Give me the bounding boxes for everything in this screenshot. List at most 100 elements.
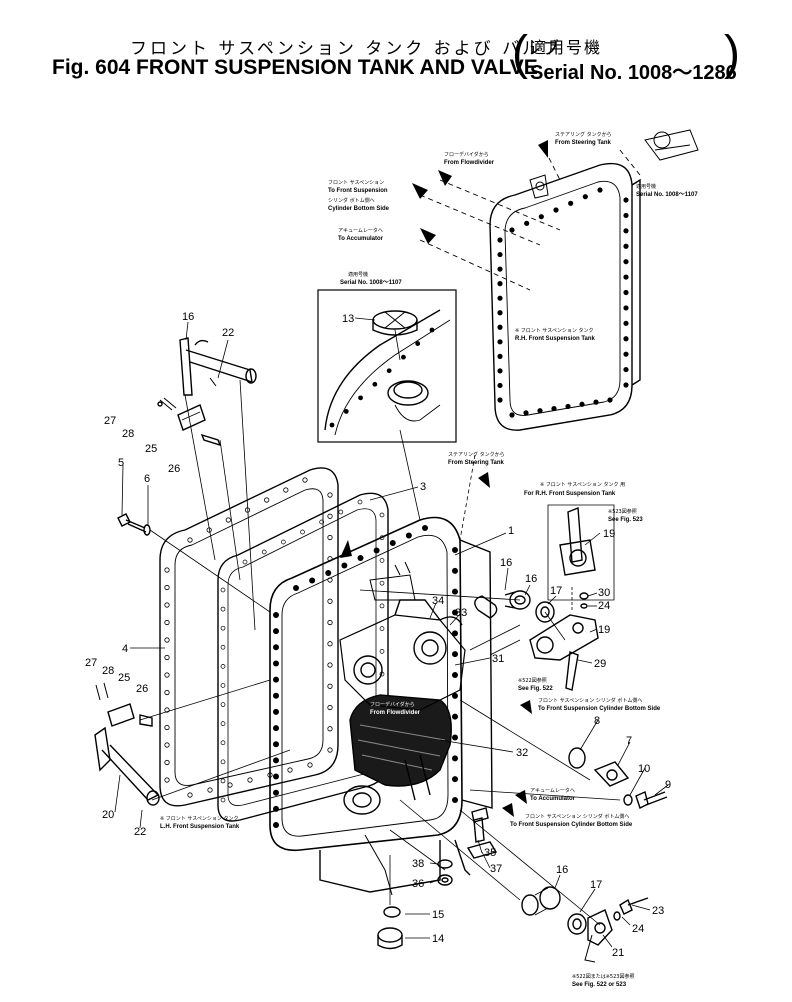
bolt-hole bbox=[523, 410, 529, 416]
note-jp-steering-top: ステアリング タンクから bbox=[555, 131, 612, 138]
bolt-hole bbox=[497, 295, 503, 301]
bolt-hole bbox=[261, 549, 267, 555]
bolt-hole bbox=[537, 408, 543, 414]
callout-16-mid-a: 16 bbox=[500, 557, 512, 569]
title-english: Fig. 604 FRONT SUSPENSION TANK AND VALVE bbox=[52, 56, 538, 79]
callout-17-mid: 17 bbox=[550, 585, 562, 597]
bolt-hole bbox=[164, 567, 170, 573]
callout-9: 9 bbox=[665, 779, 671, 791]
bolt-hole bbox=[452, 630, 458, 637]
callout-7: 7 bbox=[626, 735, 632, 747]
callout-24-bottom: 24 bbox=[632, 923, 644, 935]
left-paren: ( bbox=[512, 27, 528, 80]
bolt-hole bbox=[273, 708, 279, 715]
callout-27-bottom: 27 bbox=[85, 657, 97, 669]
gasket-plate-4 bbox=[159, 467, 339, 807]
note-jp-for-rh-tank: ※ フロント サスペンション タンク 用 bbox=[540, 481, 625, 488]
bolt-hole bbox=[264, 497, 270, 503]
bolt-hole bbox=[242, 559, 248, 565]
washer-10 bbox=[623, 794, 633, 806]
bolt-hole bbox=[273, 628, 279, 635]
note-jp-lh-tank: ※ フロント サスペンション タンク bbox=[160, 815, 239, 822]
bolt-hole bbox=[164, 689, 170, 696]
bolt-hole bbox=[568, 200, 574, 206]
bolt-hole bbox=[287, 767, 293, 773]
bolt-hole bbox=[597, 187, 603, 193]
callout-38: 38 bbox=[412, 858, 424, 870]
note-en-front-suspension: To Front Suspension bbox=[328, 188, 388, 194]
bolt-hole bbox=[220, 778, 226, 784]
bolt-hole bbox=[373, 547, 380, 554]
bolt-hole bbox=[327, 747, 333, 753]
bolt-hole bbox=[273, 805, 279, 812]
note-jp-fig-522-523: ※522図または※523図参照 bbox=[572, 973, 634, 980]
bolt-35-block-37 bbox=[466, 807, 498, 859]
bolt-hole bbox=[379, 603, 385, 609]
note-en-rh-tank: R.H. Front Suspension Tank bbox=[515, 336, 596, 342]
bolt-hole bbox=[623, 243, 629, 249]
bolt-hole bbox=[386, 368, 392, 374]
callout-20: 20 bbox=[102, 809, 114, 821]
bolt-hole bbox=[302, 477, 308, 483]
note-en-accumulator-bottom: To Accumulator bbox=[530, 796, 576, 802]
bolt-hole bbox=[415, 341, 421, 346]
bolt-hole bbox=[227, 782, 233, 788]
callout-17-bottom: 17 bbox=[590, 879, 602, 891]
note-jp-cylinder-bottom: シリンダ ボトム側へ bbox=[328, 197, 375, 204]
bolt-hole bbox=[220, 683, 226, 688]
bolt-5-washer-6 bbox=[117, 513, 151, 536]
note-en-steering-mid: From Steering Tank bbox=[448, 460, 505, 466]
tank-flange-bolts bbox=[273, 525, 458, 828]
bolt-hole bbox=[327, 641, 333, 647]
callout-21: 21 bbox=[612, 947, 624, 959]
o-ring-8 bbox=[568, 747, 586, 769]
bolt-hole bbox=[273, 660, 279, 667]
bolt-hole bbox=[357, 555, 364, 561]
bolt-hole bbox=[497, 339, 503, 345]
bolt-hole bbox=[225, 517, 231, 523]
bracket-21 bbox=[584, 909, 613, 963]
bolt-hole bbox=[319, 519, 325, 525]
callout-22-top: 22 bbox=[222, 327, 234, 339]
arm-19-rh bbox=[547, 504, 615, 601]
bolt-hole bbox=[247, 777, 253, 783]
note-en-steering-top: From Steering Tank bbox=[555, 140, 612, 146]
bolt-hole bbox=[593, 399, 599, 405]
callout-22-bottom: 22 bbox=[134, 826, 146, 838]
callout-16-mid-b: 16 bbox=[525, 573, 537, 585]
bolt-hole bbox=[452, 672, 458, 678]
bolt-9 bbox=[635, 791, 668, 809]
rh-front-suspension-tank bbox=[489, 129, 699, 431]
callout-30: 30 bbox=[598, 587, 610, 599]
right-paren: ) bbox=[724, 27, 740, 80]
bolt-hole bbox=[273, 741, 279, 748]
bolt-hole bbox=[623, 366, 629, 373]
bolt-hole bbox=[452, 692, 458, 699]
bolt-hole bbox=[327, 513, 333, 519]
bolt-hole bbox=[452, 547, 458, 553]
bolt-hole bbox=[164, 724, 170, 731]
note-en-cyl-bottom-a: To Front Suspension Cylinder Bottom Side bbox=[538, 706, 661, 712]
bolt-hole bbox=[325, 570, 332, 576]
bolt-hole bbox=[623, 274, 629, 280]
bolt-hole bbox=[273, 692, 279, 699]
bolt-hole bbox=[164, 654, 170, 661]
callout-8: 8 bbox=[594, 715, 600, 727]
bolt-hole bbox=[164, 637, 170, 643]
bolt-hole bbox=[452, 797, 458, 803]
bolt-hole bbox=[623, 289, 629, 296]
bolt-hole bbox=[565, 403, 571, 410]
bolt-hole bbox=[187, 792, 193, 798]
note-en-serial-a: Serial No. 1008～1107 bbox=[636, 192, 698, 198]
callout-14: 14 bbox=[432, 933, 444, 945]
note-jp-front-suspension: フロント サスペンション bbox=[328, 180, 384, 186]
bolt-hole bbox=[452, 609, 458, 616]
note-jp-fig-522: ※522図参照 bbox=[518, 677, 547, 684]
bolt-hole bbox=[497, 353, 503, 359]
note-jp-steering-mid: ステアリング タンクから bbox=[448, 451, 505, 458]
rh-tank-bolts bbox=[497, 187, 629, 418]
bolt-hole bbox=[329, 422, 335, 428]
note-jp-serial-b: 適用号機 bbox=[348, 271, 368, 278]
